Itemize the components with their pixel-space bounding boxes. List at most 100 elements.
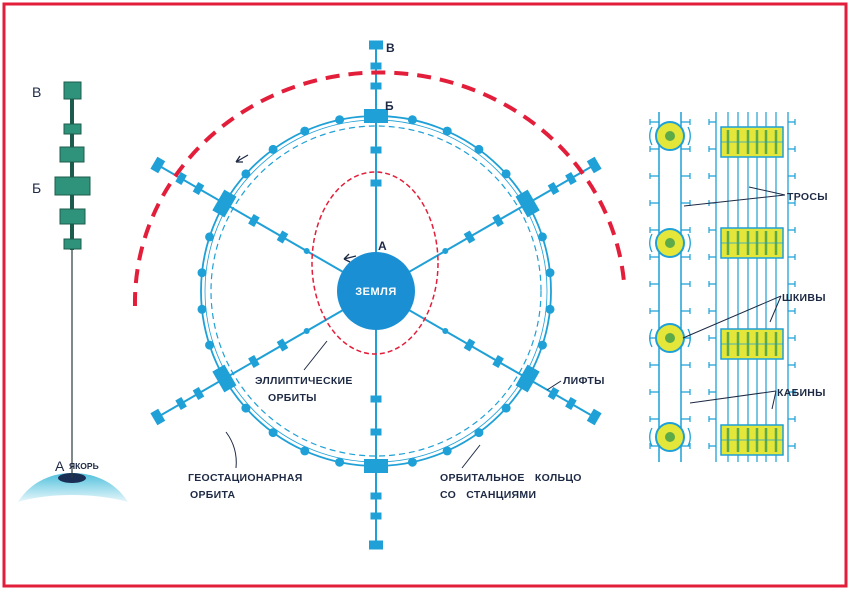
lift-cabin: [276, 338, 289, 352]
lift-cabin: [370, 395, 382, 403]
ring-label-surface: А: [378, 239, 387, 253]
ring-node: [197, 304, 207, 314]
ring-node: [300, 446, 310, 456]
spoke-end-cabin: [586, 156, 602, 174]
lift-cabin: [192, 386, 205, 401]
rail-bracket: [788, 416, 796, 422]
rotation-arrow-icon: [687, 126, 691, 146]
lift-cabin: [547, 386, 560, 401]
tower-label-top: В: [32, 84, 41, 100]
rail-bracket: [708, 227, 716, 233]
lift-cabin: [565, 396, 577, 411]
lifts-label: ЛИФТЫ: [563, 375, 605, 387]
ring-node: [205, 232, 215, 242]
spoke-cable: [375, 290, 595, 418]
spoke-cable: [375, 164, 595, 292]
rail-bracket: [649, 416, 659, 422]
rail-bracket: [708, 416, 716, 422]
rotation-arrow-icon: [649, 328, 653, 348]
lift-cabin: [492, 354, 504, 369]
orbital-ring-label-line1: ОРБИТАЛЬНОЕ КОЛЬЦО: [440, 472, 582, 484]
spoke-end-cabin: [586, 408, 602, 426]
rail-bracket: [649, 119, 659, 125]
lift-cabin: [370, 492, 382, 500]
elliptic-orbits-label-line2: ОРБИТЫ: [268, 392, 317, 404]
lift-cabin: [370, 62, 382, 70]
earth-label: ЗЕМЛЯ: [355, 286, 397, 298]
elliptic-orbits-label-line1: ЭЛЛИПТИЧЕСКИЕ: [255, 375, 353, 387]
rail-bracket: [681, 227, 691, 233]
rail-bracket: [708, 119, 716, 125]
spoke-node: [442, 328, 449, 334]
pulley-hub: [665, 238, 675, 248]
ring-node: [205, 340, 215, 350]
spoke-node: [303, 248, 310, 254]
ring-node: [501, 169, 511, 179]
lift-mechanism: ТРОСЫ ШКИВЫ КАБИНЫ: [649, 112, 828, 462]
rail-bracket: [649, 227, 659, 233]
ring-node: [241, 403, 251, 413]
rail-bracket: [788, 227, 796, 233]
rotation-arrow-icon: [687, 328, 691, 348]
lift-cabin: [370, 512, 382, 520]
rotation-arrow-icon: [649, 126, 653, 146]
ring-station: [364, 459, 388, 473]
spoke-node: [303, 328, 310, 334]
lift-cabin: [175, 171, 187, 186]
spoke-cable: [157, 290, 377, 418]
ring-node: [268, 428, 278, 438]
ring-node: [537, 232, 547, 242]
rail-bracket: [708, 335, 716, 341]
lift-cabin: [175, 396, 187, 411]
rail-bracket: [649, 308, 659, 314]
ring-node: [545, 268, 555, 278]
spoke-end-cabin: [150, 156, 166, 174]
rail-bracket: [649, 200, 659, 206]
lift-cabin: [248, 354, 260, 369]
ring-station: [515, 364, 540, 393]
lift-cabin: [248, 213, 260, 228]
rail-bracket: [681, 281, 691, 287]
rail-bracket: [788, 389, 796, 395]
ring-stations: [197, 109, 555, 473]
spoke-cable: [157, 164, 377, 292]
rail-bracket: [708, 362, 716, 368]
rail-bracket: [649, 362, 659, 368]
lift-cabin: [565, 171, 577, 186]
rail-bracket: [788, 146, 796, 152]
tower-module: [59, 208, 86, 225]
rail-bracket: [788, 308, 796, 314]
elliptic-orbits-leader: [303, 340, 328, 371]
ring-node: [335, 115, 345, 125]
orbital-ring-scheme: ЗЕМЛЯ В Б А ЭЛЛИПТИЧЕСКИЕ ОРБИТЫ ЛИФТЫ Г…: [132, 40, 626, 550]
lift-cabin: [463, 230, 476, 244]
rotation-arrow-icon: [649, 427, 653, 447]
lift-cabin: [192, 181, 205, 196]
ring-label-top: В: [386, 41, 395, 55]
lift-cabin: [492, 213, 504, 228]
rail-bracket: [681, 254, 691, 260]
geostationary-orbit-leader: [225, 431, 237, 469]
cables-leader: [683, 186, 786, 207]
lift-cabin: [370, 82, 382, 90]
rail-bracket: [649, 389, 659, 395]
lift-cabin: [463, 338, 476, 352]
earth-surface-dome: [18, 473, 128, 502]
pulley-hub: [665, 333, 675, 343]
ring-node: [300, 126, 310, 136]
ring-node: [268, 144, 278, 154]
ring-node: [335, 457, 345, 467]
lift-cabin: [370, 179, 382, 187]
ring-label-station: Б: [385, 99, 394, 113]
rail-bracket: [708, 146, 716, 152]
rail-bracket: [649, 173, 659, 179]
rail-bracket: [681, 119, 691, 125]
tower-module: [59, 146, 85, 163]
rail-bracket: [649, 254, 659, 260]
tower-label-middle: Б: [32, 180, 41, 196]
ring-node: [241, 169, 251, 179]
cabins-label: КАБИНЫ: [777, 387, 826, 399]
rotation-arrow-icon: [235, 154, 249, 163]
